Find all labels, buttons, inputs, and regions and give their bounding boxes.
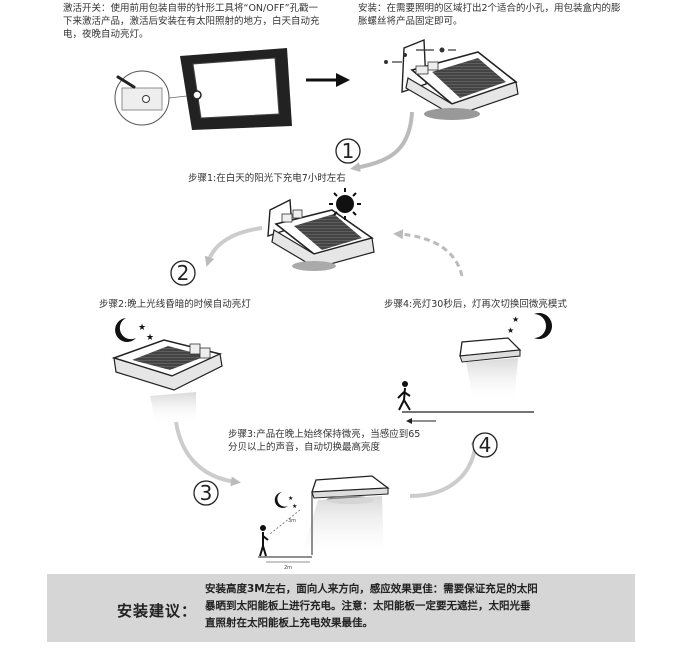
step4-caption: 步骤4:亮灯30秒后，灯再次切换回微亮模式 bbox=[384, 299, 567, 310]
tips-title: 安装建议： bbox=[117, 602, 198, 620]
moon-stars-icon: ★ ★ bbox=[507, 313, 552, 339]
step-number-1-text: 1 bbox=[342, 139, 355, 163]
svg-text:★: ★ bbox=[507, 326, 514, 335]
svg-text:★: ★ bbox=[146, 333, 154, 343]
install-instructions: 安装：在需要照明的区域打出2个适合的小孔，用包装盒内的膨胀螺丝将产品固定即可。 bbox=[358, 2, 626, 28]
flow-arrow-2 bbox=[204, 226, 263, 267]
screw-icon bbox=[403, 53, 407, 57]
step3-light-figure bbox=[300, 475, 390, 560]
step1-caption: 步骤1:在白天的阳光下充电7小时左右 bbox=[188, 173, 346, 184]
pin-tool-icon bbox=[116, 75, 136, 89]
installed-light-figure bbox=[384, 38, 519, 120]
install-text: 在需要照明的区域打出2个适合的小孔，用包装盒内的膨胀螺丝将产品固定即可。 bbox=[358, 3, 621, 27]
tips-line-2: 暴晒到太阳能板上进行充电。注意：太阳能板一定要无遮拦，太阳光垂 bbox=[205, 600, 531, 612]
step4-light-figure bbox=[459, 337, 522, 404]
flow-arrow-1 bbox=[350, 111, 414, 173]
step3-caption: 步骤3:产品在晚上始终保持微亮，当感应到65分贝以上的声音，自动切换最高亮度 bbox=[228, 429, 421, 453]
step-number-2: 2 bbox=[170, 260, 196, 286]
tips-line-3: 直照射在太阳能板上充电效果最佳。 bbox=[205, 617, 373, 629]
flow-arrow-dashed bbox=[393, 229, 464, 277]
tips-line-1: 安装高度3M左右，面向人来方向，感应效果更佳：需要保证充足的太阳 bbox=[205, 583, 538, 595]
step2-light-figure bbox=[111, 339, 223, 424]
installation-tips-panel: 安装建议： 安装高度3M左右，面向人来方向，感应效果更佳：需要保证充足的太阳 暴… bbox=[47, 574, 635, 642]
install-label: 安装： bbox=[358, 3, 387, 14]
svg-text:★: ★ bbox=[512, 315, 519, 324]
screw-icon bbox=[384, 60, 388, 64]
step-number-4-text: 4 bbox=[479, 433, 492, 457]
svg-text:★: ★ bbox=[138, 323, 146, 333]
activation-label: 激活开关： bbox=[63, 3, 111, 14]
flow-arrow-4 bbox=[409, 435, 481, 498]
step-number-2-text: 2 bbox=[177, 261, 190, 285]
height-dimension-label: 3m bbox=[288, 518, 296, 524]
moon-stars-icon: ★ ★ bbox=[115, 318, 154, 343]
step-number-1: 1 bbox=[335, 138, 361, 164]
switch-hole-icon bbox=[142, 95, 150, 103]
activation-figure bbox=[114, 48, 292, 130]
tips-body: 安装高度3M左右，面向人来方向，感应效果更佳：需要保证充足的太阳 暴晒到太阳能板… bbox=[205, 581, 625, 632]
svg-text:★: ★ bbox=[292, 503, 297, 510]
walking-person-icon bbox=[397, 381, 411, 411]
next-arrow bbox=[306, 73, 350, 87]
step-number-3: 3 bbox=[193, 480, 219, 506]
flow-arrow-3 bbox=[174, 421, 241, 487]
step1-light-figure bbox=[267, 198, 375, 271]
activation-text: 使用前用包装自带的针形工具将“ON/OFF”孔戳一下来激活产品，激活后安装在有太… bbox=[63, 3, 320, 40]
screw-icon bbox=[439, 47, 445, 53]
distance-dimension-label: 2m bbox=[284, 565, 292, 571]
activation-instructions: 激活开关：使用前用包装自带的针形工具将“ON/OFF”孔戳一下来激活产品，激活后… bbox=[63, 2, 325, 41]
step-number-3-text: 3 bbox=[200, 481, 213, 505]
person-icon bbox=[259, 525, 269, 557]
step-number-4: 4 bbox=[472, 432, 498, 458]
sun-icon bbox=[329, 188, 361, 220]
moon-stars-icon: ★ ★ bbox=[274, 492, 297, 510]
svg-text:★: ★ bbox=[288, 495, 293, 502]
step2-caption: 步骤2:晚上光线昏暗的时候自动亮灯 bbox=[99, 299, 251, 310]
